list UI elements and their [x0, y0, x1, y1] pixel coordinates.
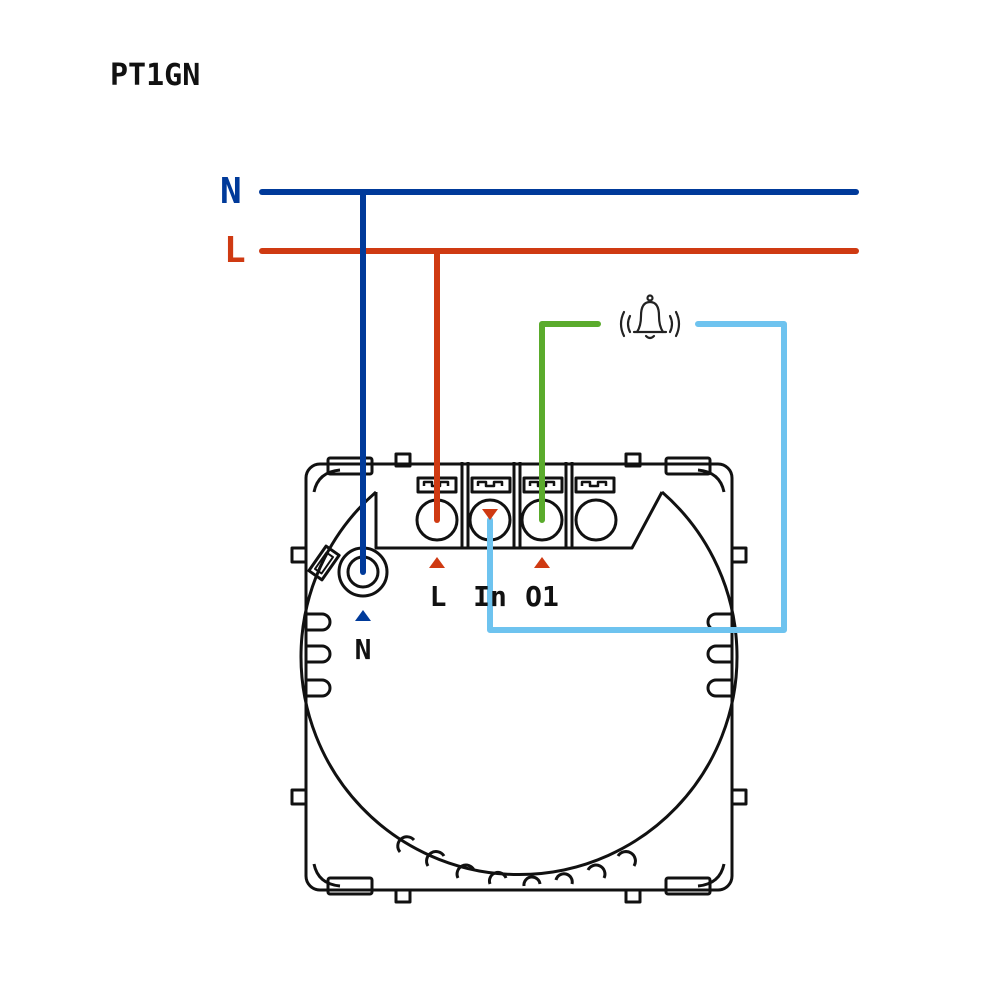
o1-terminal-label: O1 [525, 580, 559, 613]
in-terminal-label: In [473, 580, 507, 613]
output-wire [539, 321, 601, 523]
neutral-bus-label: N [220, 171, 242, 212]
o1-terminal-marker [534, 557, 550, 568]
l-terminal-marker [429, 557, 445, 568]
n-terminal-label: N [355, 633, 372, 666]
input-wire [487, 321, 787, 633]
switch-module-body [290, 452, 748, 904]
bell-icon [619, 294, 681, 340]
l-terminal-label: L [430, 580, 447, 613]
n-terminal-marker [355, 610, 371, 621]
in-terminal-marker [482, 509, 498, 520]
diagram-title: PT1GN [110, 58, 201, 93]
live-bus-label: L [224, 230, 246, 271]
